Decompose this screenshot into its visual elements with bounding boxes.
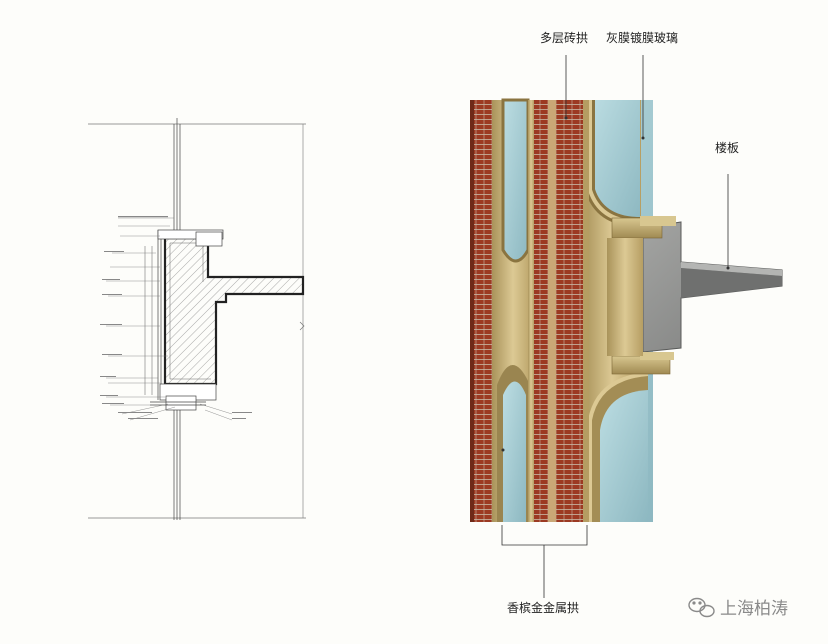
label-champagne-arch: 香槟金金属拱 <box>507 600 579 615</box>
cad-beam-slab <box>163 236 305 386</box>
brick-pier-left <box>470 100 492 522</box>
leader-lines <box>501 55 729 598</box>
watermark-text: 上海柏涛 <box>720 599 788 619</box>
label-gray-glass: 灰膜镀膜玻璃 <box>606 31 678 45</box>
cad-annotations <box>106 217 233 421</box>
label-floor-slab: 楼板 <box>715 140 739 155</box>
cad-section-drawing <box>88 118 306 520</box>
brick-pier-center <box>534 100 548 522</box>
brick-pier-right <box>556 100 583 522</box>
label-brick-arch: 多层砖拱 <box>540 30 588 45</box>
watermark: 上海柏涛 <box>688 597 788 619</box>
facade-3d-render <box>470 98 783 522</box>
wechat-icon <box>688 597 715 618</box>
